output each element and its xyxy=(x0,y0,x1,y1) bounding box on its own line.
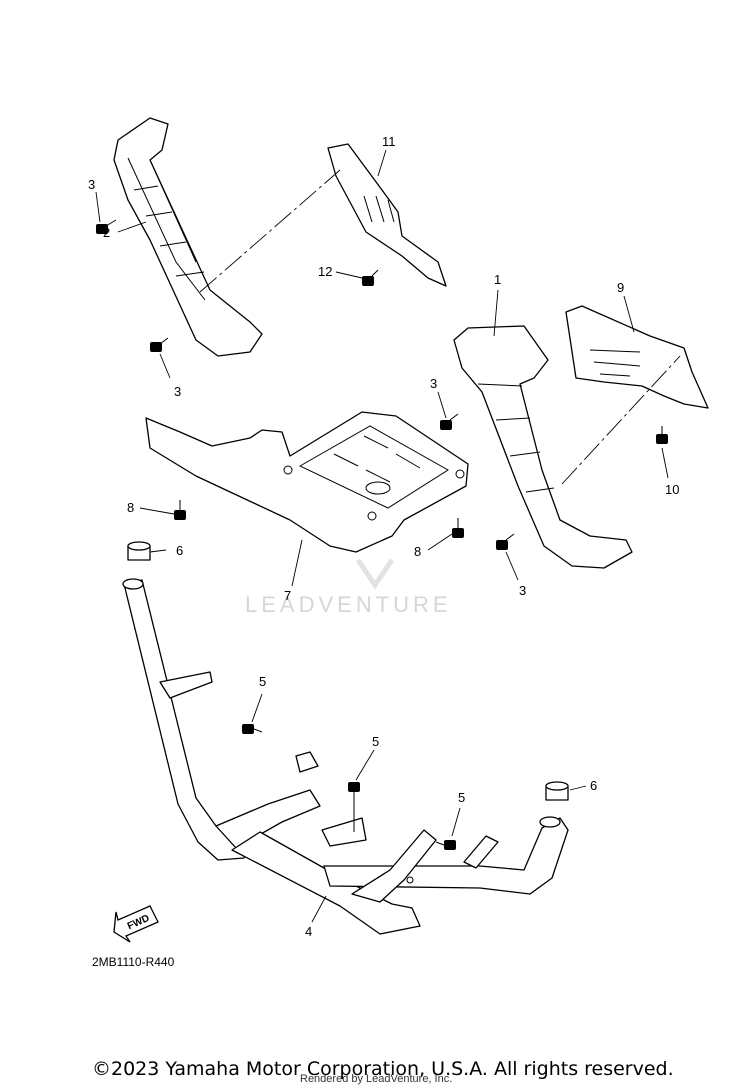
callout-4: 4 xyxy=(305,924,312,939)
callout-10: 10 xyxy=(665,482,679,497)
bolt-5-left[interactable] xyxy=(242,724,263,734)
bolt-8-right[interactable] xyxy=(452,518,464,538)
callout-3b: 3 xyxy=(174,384,181,399)
bolt-3-upper-left[interactable] xyxy=(96,219,117,234)
copyright-notice: ©2023 Yamaha Motor Corporation, U.S.A. A… xyxy=(92,1058,674,1080)
callout-3a: 3 xyxy=(88,177,95,192)
rendered-by-note: Rendered by LeadVenture, Inc. xyxy=(300,1073,453,1085)
alignment-lines xyxy=(199,169,681,485)
leadventure-watermark: LEADVENTURE xyxy=(245,558,452,617)
callout-2: 2 xyxy=(103,225,110,240)
callout-5c: 5 xyxy=(458,790,465,805)
bolt-3-lower-left[interactable] xyxy=(150,337,169,352)
bolt-5-center[interactable] xyxy=(348,782,360,832)
part-2-left-guard[interactable] xyxy=(113,117,263,357)
callout-8b: 8 xyxy=(414,544,421,559)
diagram-code: 2MB1110-R440 xyxy=(92,955,175,969)
part-6-cap-left[interactable] xyxy=(127,541,151,561)
callout-11: 11 xyxy=(382,134,396,149)
watermark-text: LEADVENTURE xyxy=(245,592,452,617)
part-1-right-guard[interactable] xyxy=(453,325,633,569)
part-6-cap-right[interactable] xyxy=(545,781,569,801)
bolt-5-right[interactable] xyxy=(435,840,456,850)
part-9-right-plate[interactable] xyxy=(565,305,709,409)
callout-9: 9 xyxy=(617,280,624,295)
part-7-skid-plate[interactable] xyxy=(145,411,469,553)
part-4-front-bumper[interactable] xyxy=(122,578,569,935)
fwd-arrow-icon: FWD xyxy=(113,905,159,943)
bolt-12[interactable] xyxy=(362,269,379,286)
callouts: 3 2 3 11 12 1 9 3 10 8 8 3 7 6 5 5 5 6 4 xyxy=(88,134,679,939)
bolt-8-left[interactable] xyxy=(174,500,186,520)
callout-1: 1 xyxy=(494,272,501,287)
callout-12: 12 xyxy=(318,264,332,279)
leader-lines xyxy=(95,149,669,923)
callout-7: 7 xyxy=(284,588,291,603)
callout-6a: 6 xyxy=(176,543,183,558)
part-11-upper-plate[interactable] xyxy=(327,143,447,287)
callout-5b: 5 xyxy=(372,734,379,749)
bolt-3-right-lower[interactable] xyxy=(496,533,515,550)
callout-8a: 8 xyxy=(127,500,134,515)
callout-3d: 3 xyxy=(519,583,526,598)
callout-6b: 6 xyxy=(590,778,597,793)
callout-3c: 3 xyxy=(430,376,437,391)
bolt-3-right-upper[interactable] xyxy=(440,413,459,430)
bolt-10[interactable] xyxy=(656,426,668,444)
callout-5a: 5 xyxy=(259,674,266,689)
